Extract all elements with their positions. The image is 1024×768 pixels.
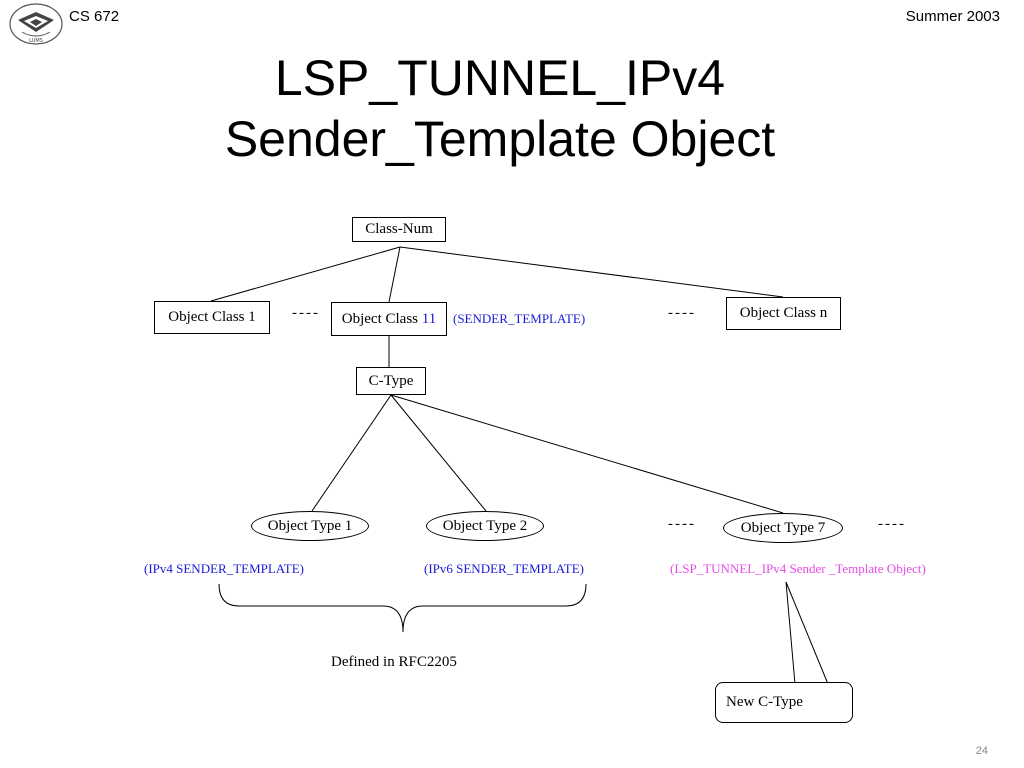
- ellipsis-types-right: ----: [878, 516, 906, 532]
- class-num-box: Class-Num: [352, 217, 446, 242]
- ellipsis-classes-right: ----: [668, 305, 696, 321]
- object-class-1-box: Object Class 1: [154, 301, 270, 334]
- object-class-11-number: 11: [421, 310, 437, 327]
- defined-in-rfc-label: Defined in RFC2205: [331, 654, 457, 670]
- object-type-2-label: Object Type 2: [442, 517, 528, 534]
- object-type-7-label: Object Type 7: [740, 519, 826, 536]
- edge-classnum-class1: [210, 246, 401, 302]
- slide-title-line-2: Sender_Template Object: [224, 111, 776, 167]
- object-class-n-box: Object Class n: [726, 297, 841, 330]
- lums-logo: LUMS: [9, 3, 63, 45]
- callout-pointer-left: [785, 581, 796, 685]
- brace-rfc2205: [218, 583, 587, 633]
- ipv6-sender-template-note: (IPv6 SENDER_TEMPLATE): [424, 561, 584, 576]
- slide-title-line-1: LSP_TUNNEL_IPv4: [274, 50, 726, 106]
- edge-classnum-classn: [399, 246, 784, 298]
- callout-pointer-right: [785, 581, 829, 685]
- ctype-box: C-Type: [356, 367, 426, 395]
- object-type-1-label: Object Type 1: [267, 517, 353, 534]
- sender-template-note: (SENDER_TEMPLATE): [453, 311, 586, 326]
- term-label: Summer 2003: [905, 8, 1000, 25]
- new-ctype-callout: New C-Type: [715, 682, 853, 723]
- edge-ctype-type2: [390, 394, 487, 512]
- lsp-tunnel-note: (LSP_TUNNEL_IPv4 Sender _Template Object…: [670, 561, 926, 576]
- new-ctype-label: New C-Type: [726, 694, 803, 710]
- ellipsis-types-left: ----: [668, 516, 696, 532]
- ellipsis-classes-left: ----: [292, 305, 320, 321]
- edge-ctype-type7: [390, 394, 784, 514]
- object-type-2-oval: Object Type 2: [426, 511, 544, 541]
- object-type-1-oval: Object Type 1: [251, 511, 369, 541]
- class-num-label: Class-Num: [365, 221, 433, 237]
- object-class-11-box: Object Class 11: [331, 302, 447, 336]
- object-type-7-oval: Object Type 7: [723, 513, 843, 543]
- ipv4-sender-template-note: (IPv4 SENDER_TEMPLATE): [144, 561, 304, 576]
- page-number: 24: [975, 745, 988, 757]
- ctype-label: C-Type: [368, 372, 414, 389]
- object-class-n-label: Object Class n: [739, 305, 828, 321]
- course-label: CS 672: [69, 8, 120, 25]
- edge-ctype-type1: [311, 394, 392, 512]
- object-class-11-label: Object Class: [341, 310, 419, 327]
- edge-classnum-class11: [388, 246, 401, 303]
- object-class-1-label: Object Class 1: [168, 309, 256, 325]
- logo-text: LUMS: [29, 38, 43, 44]
